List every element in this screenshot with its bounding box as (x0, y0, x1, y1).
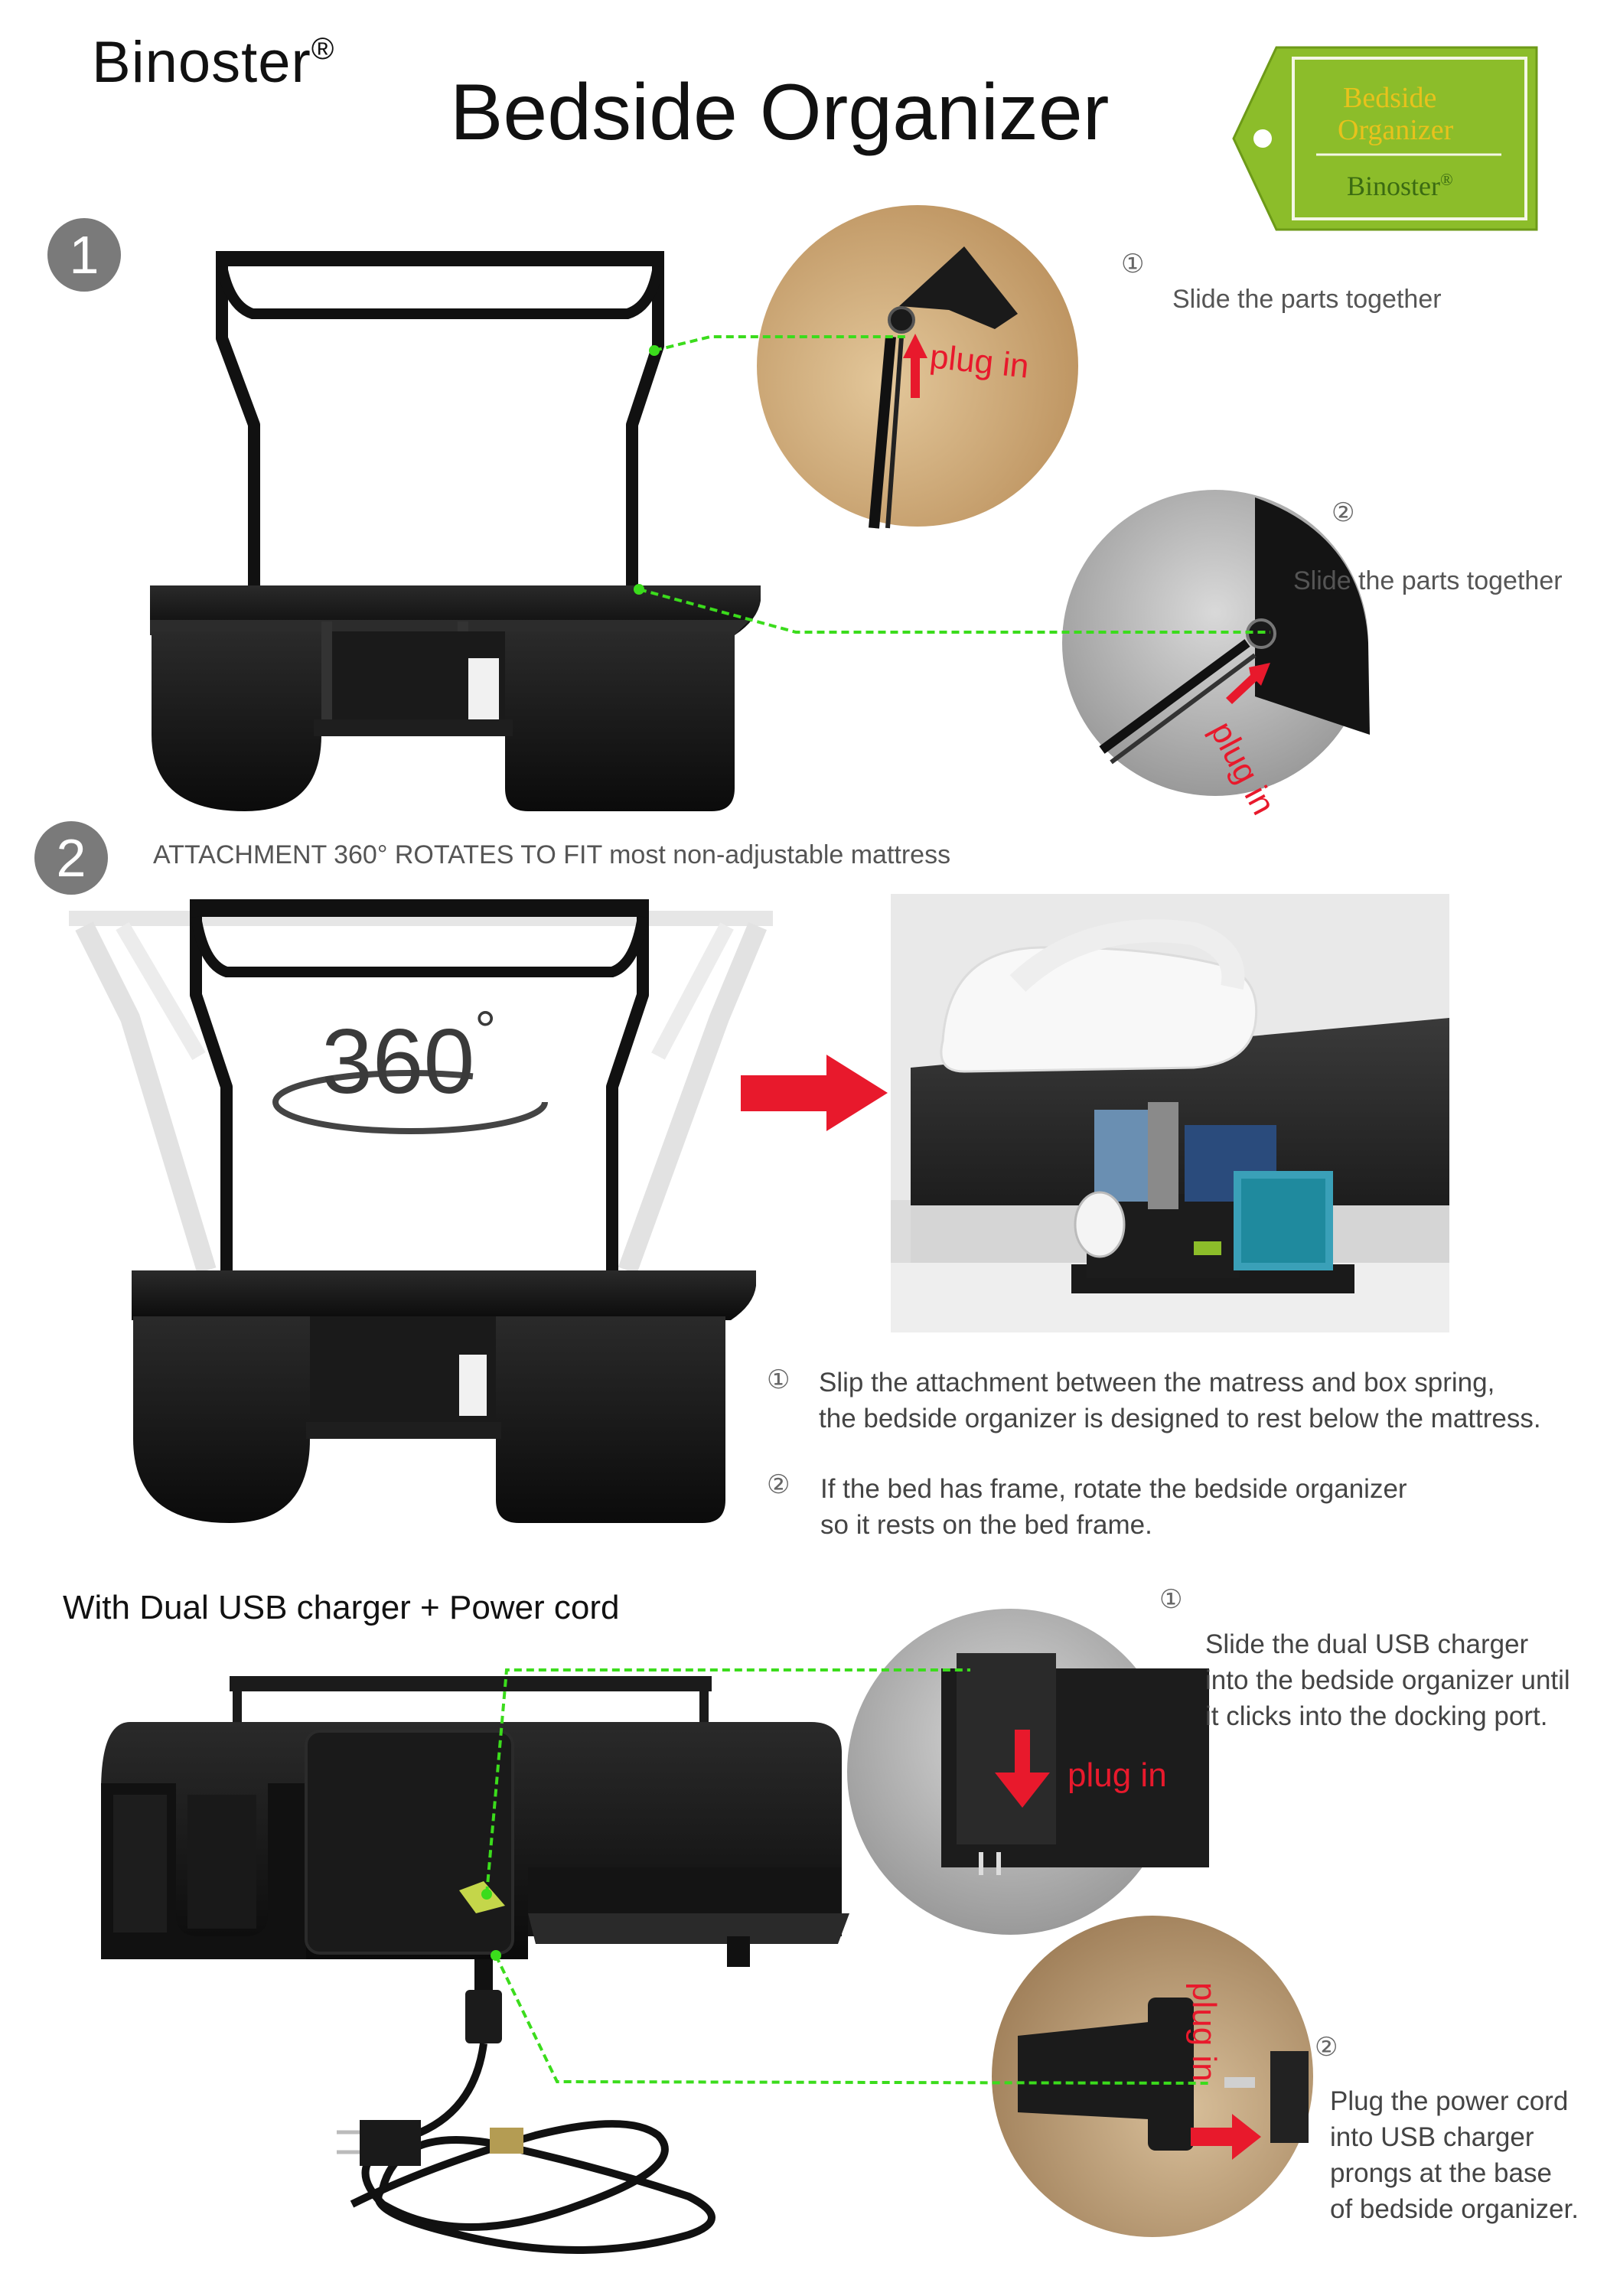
step2-note1-number: ① (767, 1365, 790, 1394)
rotation-label: 360° (321, 1000, 497, 1113)
step3-note2-line2: into USB charger (1330, 2122, 1534, 2152)
registered-mark: ® (311, 32, 335, 66)
step1-guide-lines (634, 335, 1270, 634)
step3-callout-1: plug in (1068, 1756, 1167, 1794)
step-2-badge: 2 (34, 821, 108, 895)
step3-note2-line3: prongs at the base (1330, 2158, 1552, 2188)
step2-bed-photo (891, 894, 1449, 1332)
step1-detail-photo-1 (757, 205, 1078, 529)
step3-note1-line2: into the bedside organizer until (1205, 1665, 1570, 1695)
step2-note2-line1: If the bed has frame, rotate the bedside… (820, 1474, 1407, 1504)
step3-note1-line3: it clicks into the docking port. (1205, 1701, 1548, 1731)
page-title: Bedside Organizer (450, 68, 1110, 157)
tag-brand: Binoster® (1347, 170, 1453, 201)
step2-note1-line2: the bedside organizer is designed to res… (819, 1404, 1541, 1433)
step3-callout-2: plug in (1185, 1982, 1223, 2082)
tag-line-2: Organizer (1338, 114, 1454, 146)
step1-detail-photo-2 (1062, 490, 1370, 796)
arrow-right-icon (741, 1055, 888, 1131)
usb-section-heading: With Dual USB charger + Power cord (63, 1589, 620, 1626)
step2-note1-line1: Slip the attachment between the matress … (819, 1368, 1495, 1397)
rotate-360-icon (272, 1070, 548, 1134)
step2-organizer-drawing (132, 899, 756, 1523)
step1-note1-number: ① (1121, 249, 1145, 279)
step2-note2-line2: so it rests on the bed frame. (820, 1510, 1152, 1540)
brand-tag-logo (1232, 46, 1538, 231)
brand-name: Binoster® (92, 30, 335, 95)
step3-guide-lines (481, 1668, 1210, 2085)
step-1-badge: 1 (47, 218, 121, 292)
step3-organizer-drawing (101, 1676, 849, 2254)
step1-organizer-drawing (150, 251, 761, 811)
step2-note2-text: If the bed has frame, rotate the bedside… (820, 1471, 1407, 1543)
step3-note2-line1: Plug the power cord (1330, 2086, 1569, 2116)
step3-note1-text: Slide the dual USB charger into the beds… (1205, 1626, 1570, 1734)
tag-line-1: Bedside (1343, 82, 1437, 114)
step3-note2-text: Plug the power cord into USB charger pro… (1330, 2083, 1579, 2227)
step3-note1-line1: Slide the dual USB charger (1205, 1629, 1529, 1659)
step3-note1-number: ① (1159, 1585, 1183, 1614)
step3-detail-photo-2 (992, 1916, 1313, 2237)
step2-note2-number: ② (767, 1470, 790, 1499)
step3-note2-number: ② (1315, 2033, 1338, 2062)
step3-note2-line4: of bedside organizer. (1330, 2194, 1579, 2224)
step1-note1-text: Slide the parts together (1172, 285, 1442, 314)
step3-detail-photo-1 (847, 1609, 1209, 1935)
step1-note2-text: Slide the parts together (1293, 566, 1563, 595)
step2-caption: ATTACHMENT 360° ROTATES TO FIT most non-… (153, 840, 951, 869)
step2-note1-text: Slip the attachment between the matress … (819, 1365, 1541, 1437)
step1-note2-number: ② (1332, 498, 1355, 527)
